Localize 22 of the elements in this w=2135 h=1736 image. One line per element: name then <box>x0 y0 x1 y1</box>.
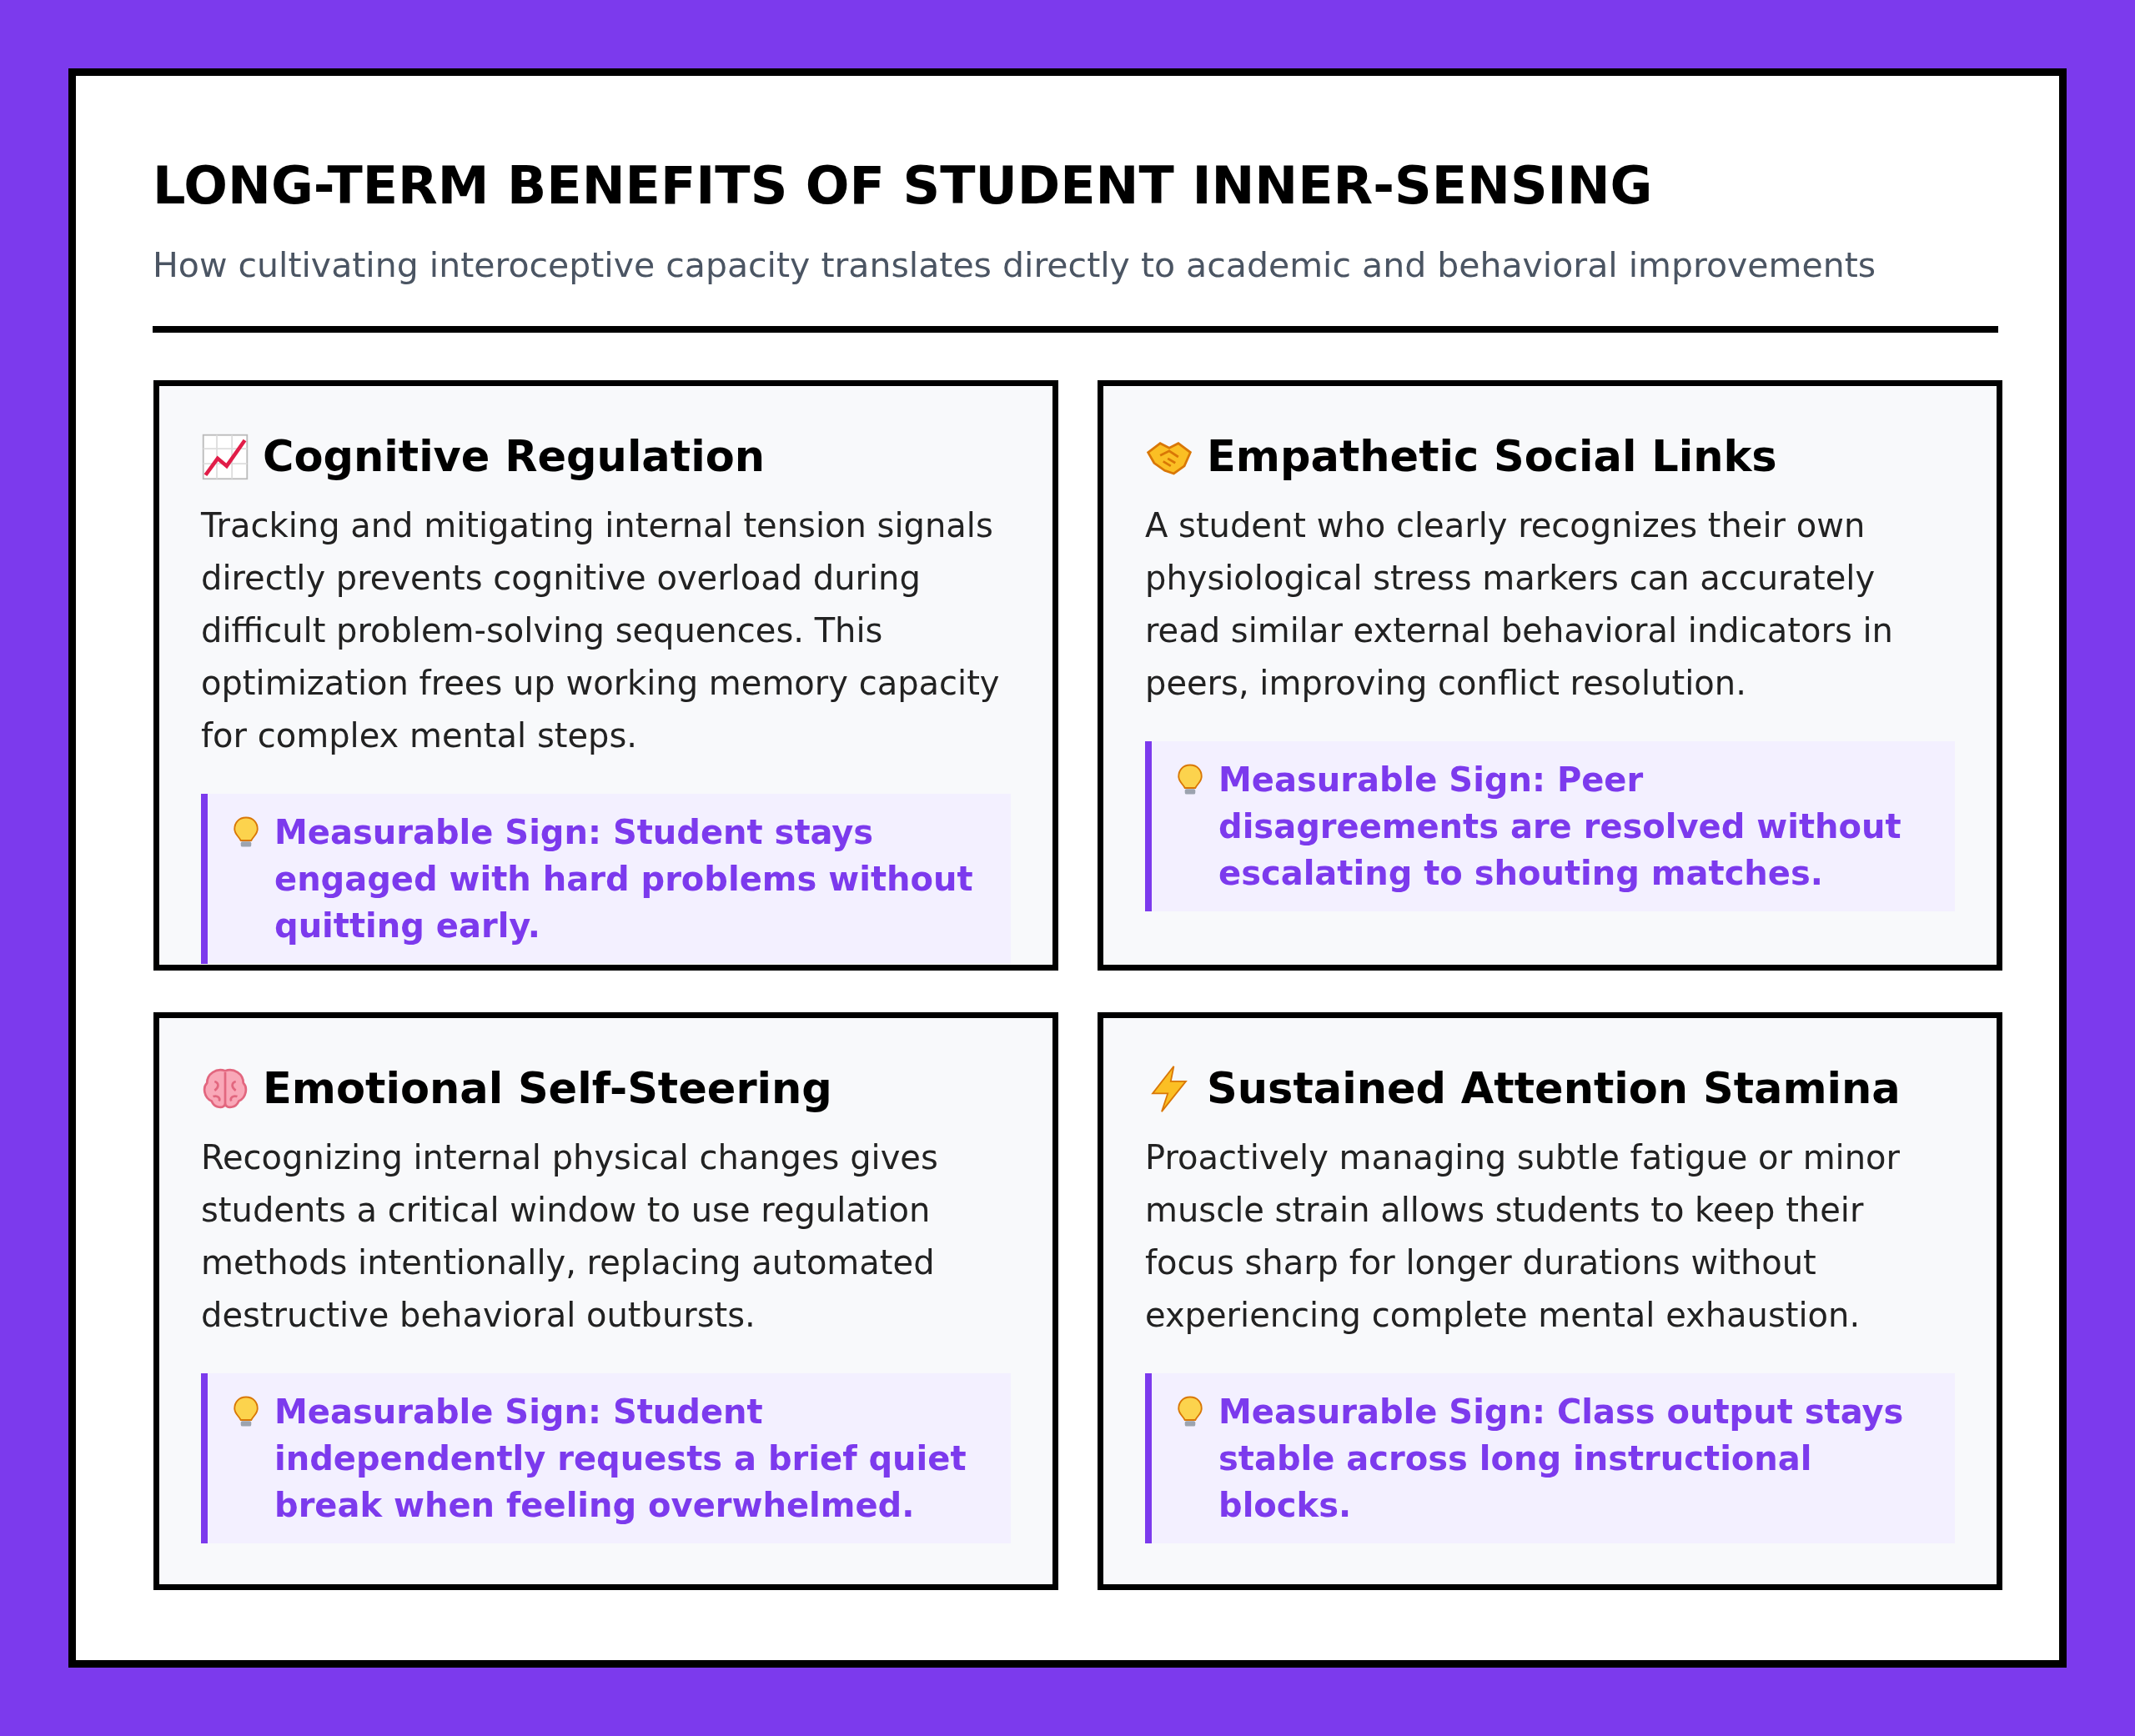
card-heading: Sustained Attention Stamina <box>1207 1064 1901 1113</box>
title: LONG-TERM BENEFITS OF STUDENT INNER-SENSING <box>153 155 1653 216</box>
benefit-card <box>1098 1012 2002 1590</box>
callout-panel <box>201 794 1011 964</box>
callout-text: Measurable Sign: Student stays engaged with hard problems without quitting early. <box>274 812 974 946</box>
callout-panel <box>1145 741 1955 911</box>
callout-panel <box>201 1373 1011 1543</box>
card-heading: Emotional Self-Steering <box>263 1064 832 1113</box>
callout-text: Measurable Sign: Student independently requests a brief quiet break when feeling overwhelmed. <box>274 1392 967 1526</box>
benefit-card <box>153 380 1058 971</box>
card-description: A student who clearly recognizes their own physiological stress markers can accurately read similar external behavioral indicators in peers, improving conflict resolution. <box>1145 505 1894 704</box>
subtitle: How cultivating interoceptive capacity translates directly to academic and behavioral improvements <box>153 245 1876 285</box>
card-heading: Cognitive Regulation <box>263 432 765 481</box>
benefit-card <box>1098 380 2002 971</box>
card-heading: Empathetic Social Links <box>1207 432 1777 481</box>
callout-text: Measurable Sign: Class output stays stable across long instructional blocks. <box>1218 1392 1905 1526</box>
card-description: Tracking and mitigating internal tension signals directly prevents cognitive overload during difficult problem-solving sequences. This optimization frees up working memory capacity for complex mental steps. <box>201 505 1001 756</box>
callout-text: Measurable Sign: Peer disagreements are resolved without escalating to shouting matches. <box>1218 760 1902 894</box>
card-description: Recognizing internal physical changes gives students a critical window to use regulation methods intentionally, replacing automated destructive behavioral outbursts. <box>201 1137 939 1336</box>
benefit-card <box>153 1012 1058 1590</box>
card-description: Proactively managing subtle fatigue or minor muscle strain allows students to keep their focus sharp for longer durations without experiencing complete mental exhaustion. <box>1145 1137 1901 1336</box>
callout-panel <box>1145 1373 1955 1543</box>
